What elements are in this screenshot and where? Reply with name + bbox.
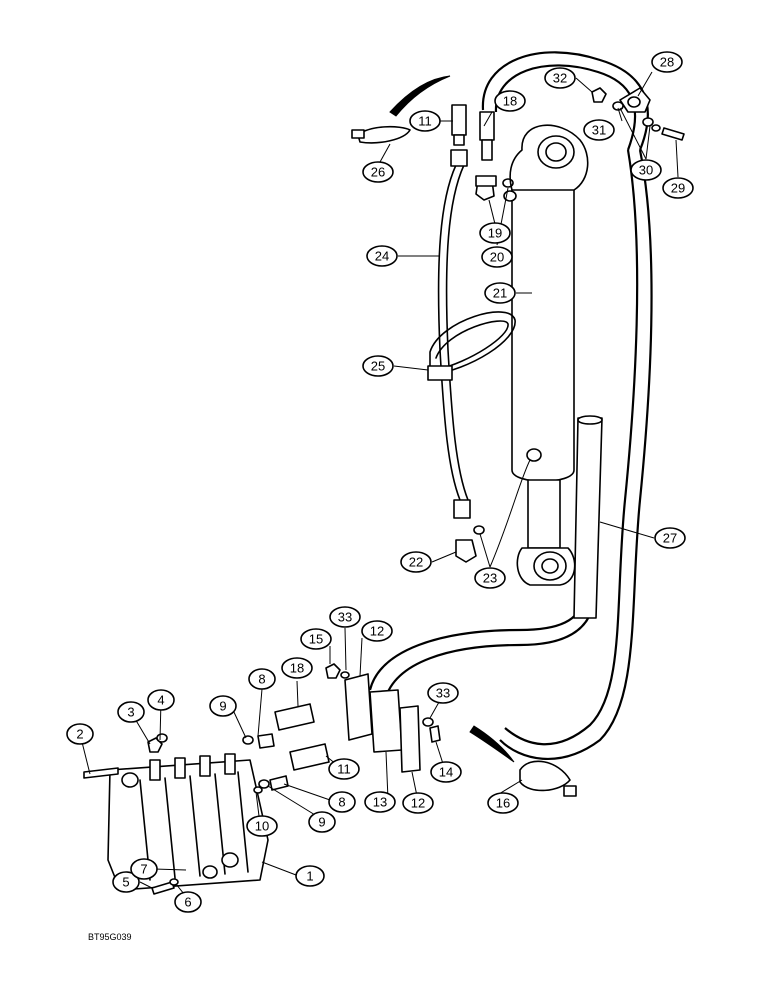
callout-6: 6 [174,891,202,913]
callout-label: 7 [140,862,147,877]
callout-label: 33 [436,686,450,701]
callout-13: 13 [364,791,396,813]
callout-label: 21 [493,286,507,301]
valve-fittings [83,663,441,895]
callout-label: 10 [255,819,269,834]
callout-label: 2 [76,727,83,742]
callout-label: 32 [553,71,567,86]
callout-label: 33 [338,610,352,625]
callout-9b: 9 [308,811,336,833]
callout-label: 27 [663,531,677,546]
protective-sleeve [573,415,603,619]
callout-label: 15 [309,632,323,647]
strap-clamps [351,125,577,797]
callout-2: 2 [66,723,94,745]
callout-33b: 33 [427,682,459,704]
callout-27: 27 [654,527,686,549]
callout-32: 32 [544,67,576,89]
callout-15: 15 [300,628,332,650]
callout-24: 24 [366,245,398,267]
callout-29: 29 [662,177,694,199]
callout-label: 5 [122,875,129,890]
callout-label: 12 [411,796,425,811]
callout-label: 8 [258,672,265,687]
callout-11b: 11 [328,758,360,780]
callout-label: 26 [371,165,385,180]
callout-label: 3 [127,705,134,720]
callout-11a: 11 [409,110,441,132]
callout-label: 29 [671,181,685,196]
callout-20: 20 [481,246,513,268]
callout-label: 8 [338,795,345,810]
callout-label: 22 [409,555,423,570]
callout-10: 10 [246,815,278,837]
steel-tube-assembly [427,149,516,519]
callout-25: 25 [362,355,394,377]
callout-label: 11 [337,762,351,777]
callout-1: 1 [295,865,325,887]
control-valve-block [107,753,269,891]
upper-fittings [451,87,685,563]
callout-31: 31 [583,119,615,141]
callout-label: 4 [157,693,164,708]
callout-label: 31 [592,123,606,138]
callout-4: 4 [147,689,175,711]
callout-12a: 12 [361,620,393,642]
callout-8a: 8 [248,668,276,690]
callout-7: 7 [130,858,158,880]
drawing-code: BT95G039 [88,932,132,942]
callout-label: 30 [639,163,653,178]
callout-5: 5 [112,871,140,893]
callout-label: 6 [184,895,191,910]
callout-21: 21 [484,282,516,304]
callout-26: 26 [362,161,394,183]
callout-label: 13 [373,795,387,810]
callout-label: 16 [496,796,510,811]
callout-label: 20 [490,250,504,265]
callout-label: 1 [306,869,313,884]
callout-30: 30 [630,159,662,181]
callout-label: 14 [439,765,453,780]
hose-routing [368,51,653,761]
callout-14: 14 [430,761,462,783]
callout-label: 9 [219,699,226,714]
callout-label: 23 [483,571,497,586]
callout-label: 24 [375,249,389,264]
callout-3: 3 [117,701,145,723]
callout-label: 11 [418,114,432,129]
callout-9a: 9 [209,695,237,717]
callout-18a: 18 [494,90,526,112]
callout-12b: 12 [402,792,434,814]
callout-label: 28 [660,55,674,70]
callout-label: 18 [503,94,517,109]
callout-label: 12 [370,624,384,639]
callout-16: 16 [487,792,519,814]
callout-28: 28 [651,51,683,73]
callout-label: 18 [290,661,304,676]
callout-label: 19 [488,226,502,241]
hydraulic-cylinder [503,124,589,586]
callout-23: 23 [474,567,506,589]
callout-label: 25 [371,359,385,374]
callout-22: 22 [400,551,432,573]
callout-label: 9 [318,815,325,830]
callout-33a: 33 [329,606,361,628]
callout-18b: 18 [281,657,313,679]
direction-arrows [389,75,515,763]
callout-19: 19 [479,222,511,244]
callout-8b: 8 [328,791,356,813]
